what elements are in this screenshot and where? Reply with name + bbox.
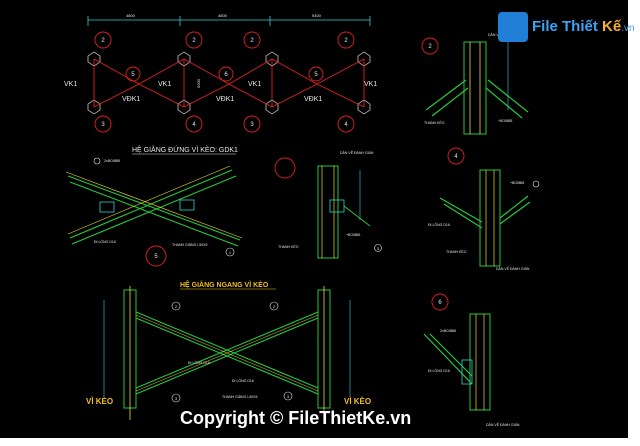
detail-center: DÂN VẼ ĐÁNH GIÁN +BOI8B8 THANH KÈO 3 (278, 150, 382, 259)
detail-6-note: ĐỊ LÒNG D16 (428, 368, 450, 373)
ngang-note: ĐỊ LÒNG D16 (188, 360, 210, 365)
ngang-bubble: 3 (175, 396, 178, 401)
ngang-bubble: 3 (287, 394, 290, 399)
plan-label-vk1: VK1 (248, 81, 261, 88)
detail-2-note-bottom: THANH KÈO (424, 120, 445, 125)
plan-view: 4800 4800 5400 2 2 2 2 5 6 5 3 (64, 13, 377, 267)
gdk1-tag-top: 2xBOI8B8 (104, 159, 120, 163)
drawing-area (0, 0, 628, 438)
detail-4-bubble: 4 (454, 154, 458, 160)
ngang-label-left: VÌ KÈO (86, 397, 113, 406)
ngang-bubble: 2 (273, 304, 276, 309)
plan-label-vk1: VK1 (158, 81, 171, 88)
detail-6-bottom: DÂN VẾ ĐÁNH GIÁN (486, 422, 520, 427)
plan-bubble-label: 4 (192, 122, 196, 128)
ngang-label-right: VÌ KÈO (344, 397, 371, 406)
center-note-bottom: THANH KÈO (278, 244, 299, 249)
filethietke-logo[interactable]: File Thiết Kế.vn (498, 10, 635, 44)
plan-bubble-label: 6 (224, 72, 228, 78)
plan-label-vk1: VK1 (364, 81, 377, 88)
logo-icon (498, 12, 528, 42)
detail-4-note1: ĐỊ LÒNG D16 (428, 222, 450, 227)
gdk1-title: HỆ GIẰNG ĐỨNG VÌ KÈO: GDK1 (132, 145, 238, 154)
plan-bubble-label: 2 (250, 38, 254, 44)
plan-label-vdk1: VĐK1 (304, 96, 322, 103)
center-tag: +BOI8B8 (346, 233, 360, 237)
detail-4-tag: +BOI8B8 (510, 181, 524, 185)
plan-bubble-label: 2 (344, 38, 348, 44)
plan-dim-3: 5400 (312, 13, 322, 18)
logo-name-b: Kế (602, 18, 622, 35)
detail-2-bubble: 2 (428, 44, 432, 50)
logo-tld: .vn (621, 23, 635, 34)
ngang-bubble: 2 (175, 304, 178, 309)
logo-name-a: File Thiết (532, 18, 603, 35)
detail-2-note-top: DÂN VẾ (488, 32, 502, 37)
detail-2-tag: +BOI8B8 (498, 119, 512, 123)
detail-gdk1: HỆ GIẰNG ĐỨNG VÌ KÈO: GDK1 2xBOI8B8 ĐỊ L… (65, 145, 243, 260)
plan-label-vdk1: VĐK1 (122, 96, 140, 103)
gdk1-bubble: 5 (154, 254, 158, 260)
plan-bubble-label: 4 (344, 122, 348, 128)
plan-bubble-label: 2 (192, 38, 196, 44)
plan-dim-side: 5000 (196, 78, 201, 88)
ngang-note: THANH GIẰNG L50X5 (222, 394, 257, 399)
center-note-top: DÂN VẼ ĐÁNH GIÁN (340, 150, 374, 155)
plan-bubble-label: 3 (250, 122, 254, 128)
logo-text: File Thiết Kế.vn (532, 18, 635, 35)
plan-label-vk1: VK1 (64, 81, 77, 88)
detail-6: 6 2xBOI8B8 ĐỊ LÒNG D16 DÂN VẾ ĐÁNH GIÁN (423, 293, 520, 427)
copyright-watermark: Copyright © FileThietKe.vn (180, 408, 412, 428)
gdk1-note-mid: THANH GIẰNG L50X5 (172, 242, 207, 247)
gdk1-ref: 1 (229, 250, 232, 255)
plan-bubble-label: 2 (101, 38, 105, 44)
plan-label-vdk1: VĐK1 (216, 96, 234, 103)
detail-4: 4 +BOI8B8 ĐỊ LÒNG D16 THANH KÈO DÂN VẾ Đ… (428, 147, 540, 271)
gdk1-note-left: ĐỊ LÒNG D16 (94, 239, 116, 244)
plan-dim-1: 4800 (126, 13, 136, 18)
plan-bubble-label: 5 (314, 72, 318, 78)
ngang-note: ĐỊ LÒNG D16 (232, 378, 254, 383)
detail-6-bubble: 6 (438, 300, 442, 306)
detail-4-note2: THANH KÈO (446, 249, 467, 254)
plan-dim-2: 4800 (218, 13, 228, 18)
right-margin (628, 0, 640, 446)
detail-ngang: HỆ GIẰNG NGANG VÌ KÈO VÌ KÈO VÌ KÈO (86, 280, 371, 420)
center-bubble: 3 (377, 246, 380, 251)
detail-6-tag: 2xBOI8B8 (440, 329, 456, 333)
plan-bubble-label: 3 (101, 122, 105, 128)
plan-bubble-label: 5 (131, 72, 135, 78)
detail-2: 2 DÂN VẾ THANH KÈO +BOI8B8 (421, 32, 529, 135)
detail-4-note3: DÂN VẾ ĐÁNH GIÁN (496, 266, 530, 271)
ngang-title: HỆ GIẰNG NGANG VÌ KÈO (180, 280, 269, 289)
